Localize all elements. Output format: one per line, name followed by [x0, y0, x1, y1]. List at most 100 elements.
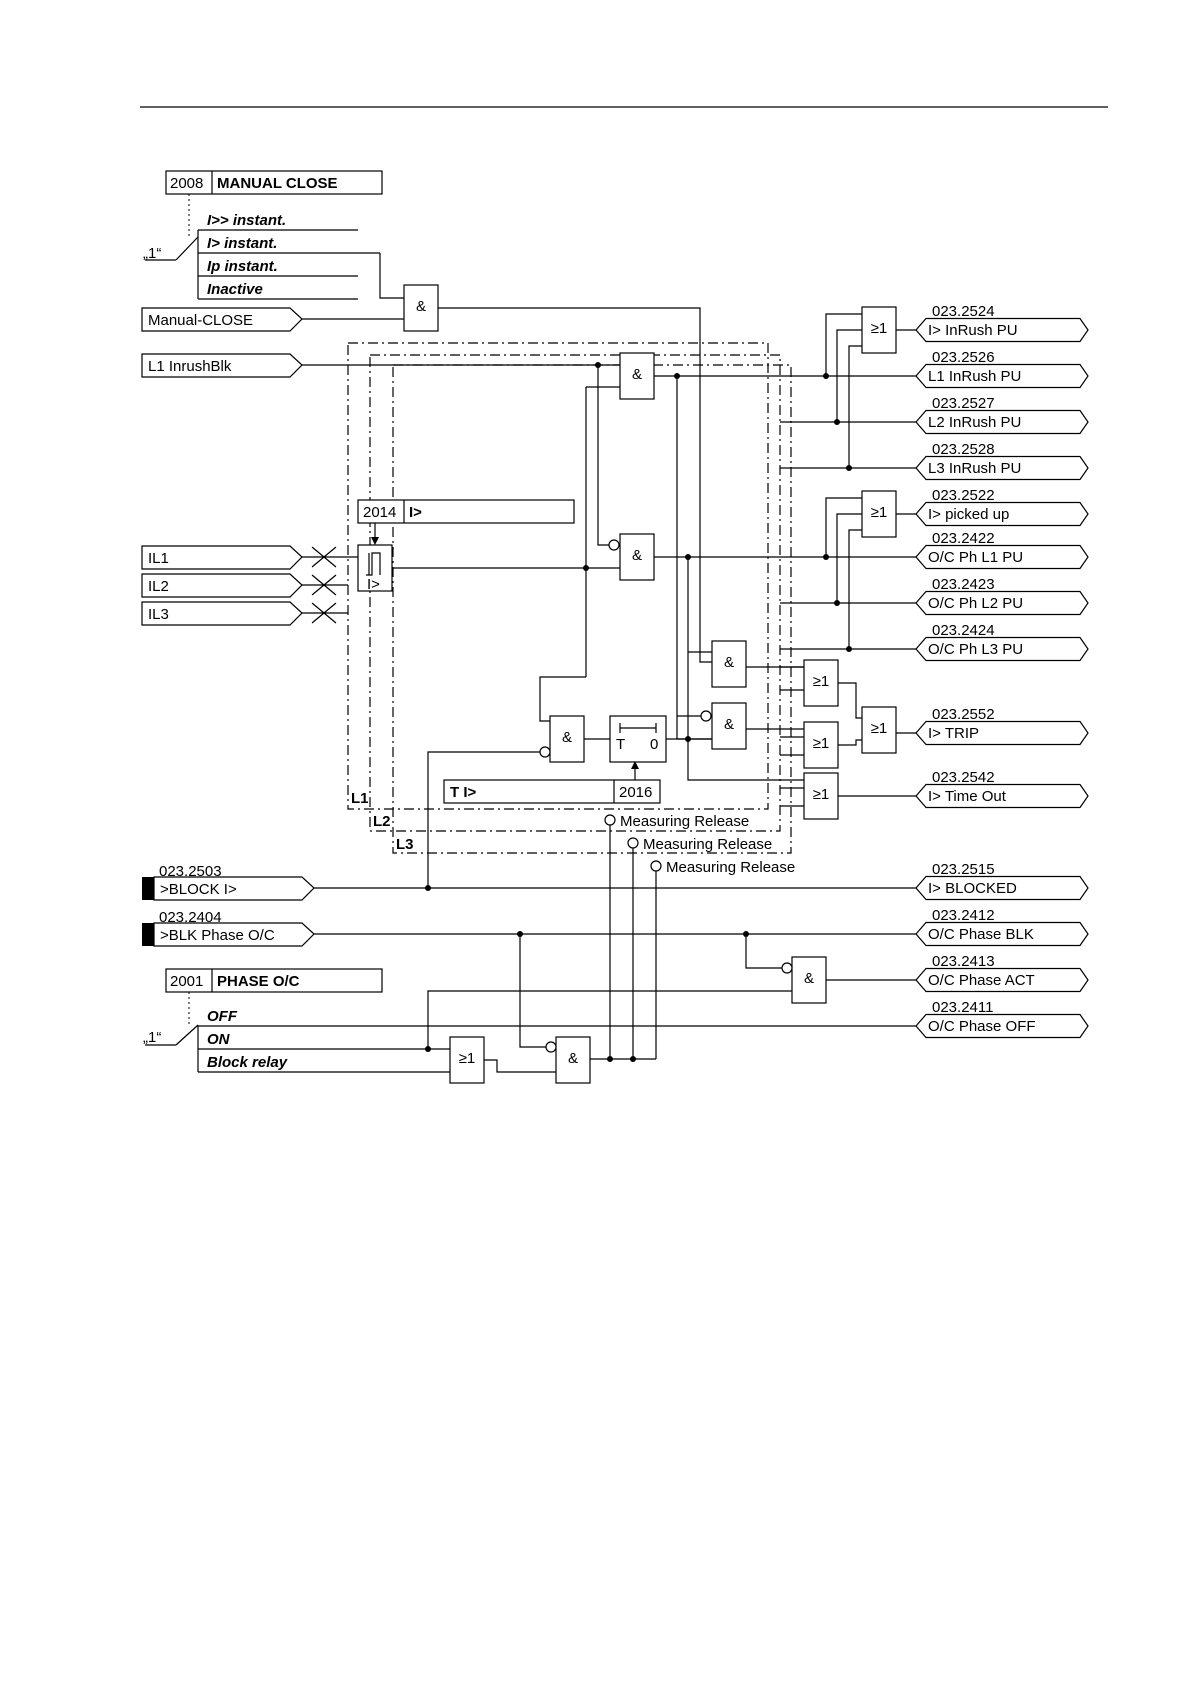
phase-l2-label: L2 [373, 813, 391, 830]
negation-phase-blk [781, 962, 793, 974]
il3-input: IL3 [141, 601, 348, 626]
option-off: OFF [207, 1008, 238, 1025]
output-number: 023.2423 [932, 576, 995, 593]
manual-close-title: MANUAL CLOSE [217, 175, 338, 192]
phase-oc-parameter: 2001 PHASE O/C „1“ OFF ON Block relay [143, 968, 916, 1073]
svg-text:IL3: IL3 [148, 606, 169, 623]
output-label: O/C Phase OFF [928, 1018, 1036, 1035]
output-label: I> TRIP [928, 725, 979, 742]
threshold-label: I> [409, 504, 422, 521]
svg-text:Measuring Release: Measuring Release [666, 859, 795, 876]
phase-oc-id: 2001 [170, 973, 203, 990]
svg-text:≥1: ≥1 [871, 504, 888, 521]
output-label: I> InRush PU [928, 322, 1018, 339]
negation-block [539, 746, 551, 758]
output-frame [915, 409, 1089, 435]
svg-text:I>: I> [367, 576, 380, 593]
il1-input: IL1 [141, 545, 358, 570]
option-on: ON [207, 1031, 231, 1048]
and-gate-manual-trip [711, 640, 747, 688]
manual-close-input: Manual-CLOSE [141, 307, 404, 332]
phase-oc-default-marker: „1“ [143, 1029, 161, 1046]
and-gate-pickup [619, 533, 655, 581]
negation-phase-release [545, 1041, 557, 1053]
and-gate-phase-release [555, 1036, 591, 1084]
phase-l1-label: L1 [351, 790, 369, 807]
output-number: 023.2424 [932, 622, 995, 639]
svg-text:&: & [632, 366, 642, 383]
output-l2-inrush-pu: 023.2527 L2 InRush PU [915, 395, 1089, 435]
manual-close-parameter: 2008 MANUAL CLOSE „1“ I>> instant. I> in… [143, 170, 404, 300]
negation-inrush [608, 539, 620, 551]
output-frame [915, 317, 1089, 343]
option-inactive: Inactive [207, 281, 263, 298]
svg-text:>BLK Phase O/C: >BLK Phase O/C [160, 927, 275, 944]
output-frame [915, 363, 1089, 389]
or-gate-trip-b [803, 721, 839, 769]
timer-element: T 0 [609, 715, 667, 780]
svg-text:&: & [416, 298, 426, 315]
output-frame [915, 921, 1089, 947]
and-gate-trip [711, 702, 747, 750]
output-label: O/C Ph L2 PU [928, 595, 1023, 612]
output-label: L2 InRush PU [928, 414, 1021, 431]
output-number: 023.2527 [932, 395, 995, 412]
svg-text:&: & [804, 970, 814, 987]
output-frame [915, 501, 1089, 527]
output-label: I> Time Out [928, 788, 1007, 805]
and-gate-inrush [619, 352, 655, 400]
output-number: 023.2542 [932, 769, 995, 786]
svg-text:IL1: IL1 [148, 550, 169, 567]
manual-close-id: 2008 [170, 175, 203, 192]
output-label: L3 InRush PU [928, 460, 1021, 477]
or-gate-phase-on [449, 1036, 485, 1084]
svg-text:IL2: IL2 [148, 578, 169, 595]
output-number: 023.2412 [932, 907, 995, 924]
phase-l1-box [347, 342, 769, 810]
svg-text:&: & [568, 1050, 578, 1067]
svg-text:≥1: ≥1 [871, 320, 888, 337]
output-label: I> picked up [928, 506, 1009, 523]
output-frame [915, 875, 1089, 901]
svg-text:023.2404: 023.2404 [159, 909, 222, 926]
svg-text:T: T [616, 736, 625, 753]
output-label: I> BLOCKED [928, 880, 1017, 897]
output-frame [915, 783, 1089, 809]
output-frame [915, 590, 1089, 616]
output-number: 023.2526 [932, 349, 995, 366]
svg-text:L1 InrushBlk: L1 InrushBlk [148, 358, 232, 375]
svg-text:&: & [632, 547, 642, 564]
svg-text:&: & [724, 716, 734, 733]
output-frame [915, 720, 1089, 746]
threshold-element: I> [357, 544, 393, 593]
option-ip-instant: Ip instant. [207, 258, 278, 275]
output-frame [915, 1013, 1089, 1039]
svg-text:>BLOCK I>: >BLOCK I> [160, 881, 237, 898]
or-gate-trip-total [861, 706, 897, 754]
manual-close-default-marker: „1“ [143, 245, 161, 262]
option-i-high-instant: I>> instant. [207, 212, 286, 229]
block-i-input: 023.2503 >BLOCK I> [142, 751, 916, 901]
output-frame [915, 636, 1089, 662]
svg-text:≥1: ≥1 [459, 1050, 476, 1067]
measuring-release-l2: Measuring Release [627, 836, 772, 1059]
block-phase-oc-input: 023.2404 >BLK Phase O/C [142, 909, 916, 1048]
phase-l3-box [392, 364, 792, 854]
measuring-release-l1: Measuring Release [604, 813, 749, 1059]
output-number: 023.2413 [932, 953, 995, 970]
timer-id: 2016 [619, 784, 652, 801]
threshold-parameter: 2014 I> [357, 499, 575, 545]
or-gate-inrush [861, 306, 897, 354]
